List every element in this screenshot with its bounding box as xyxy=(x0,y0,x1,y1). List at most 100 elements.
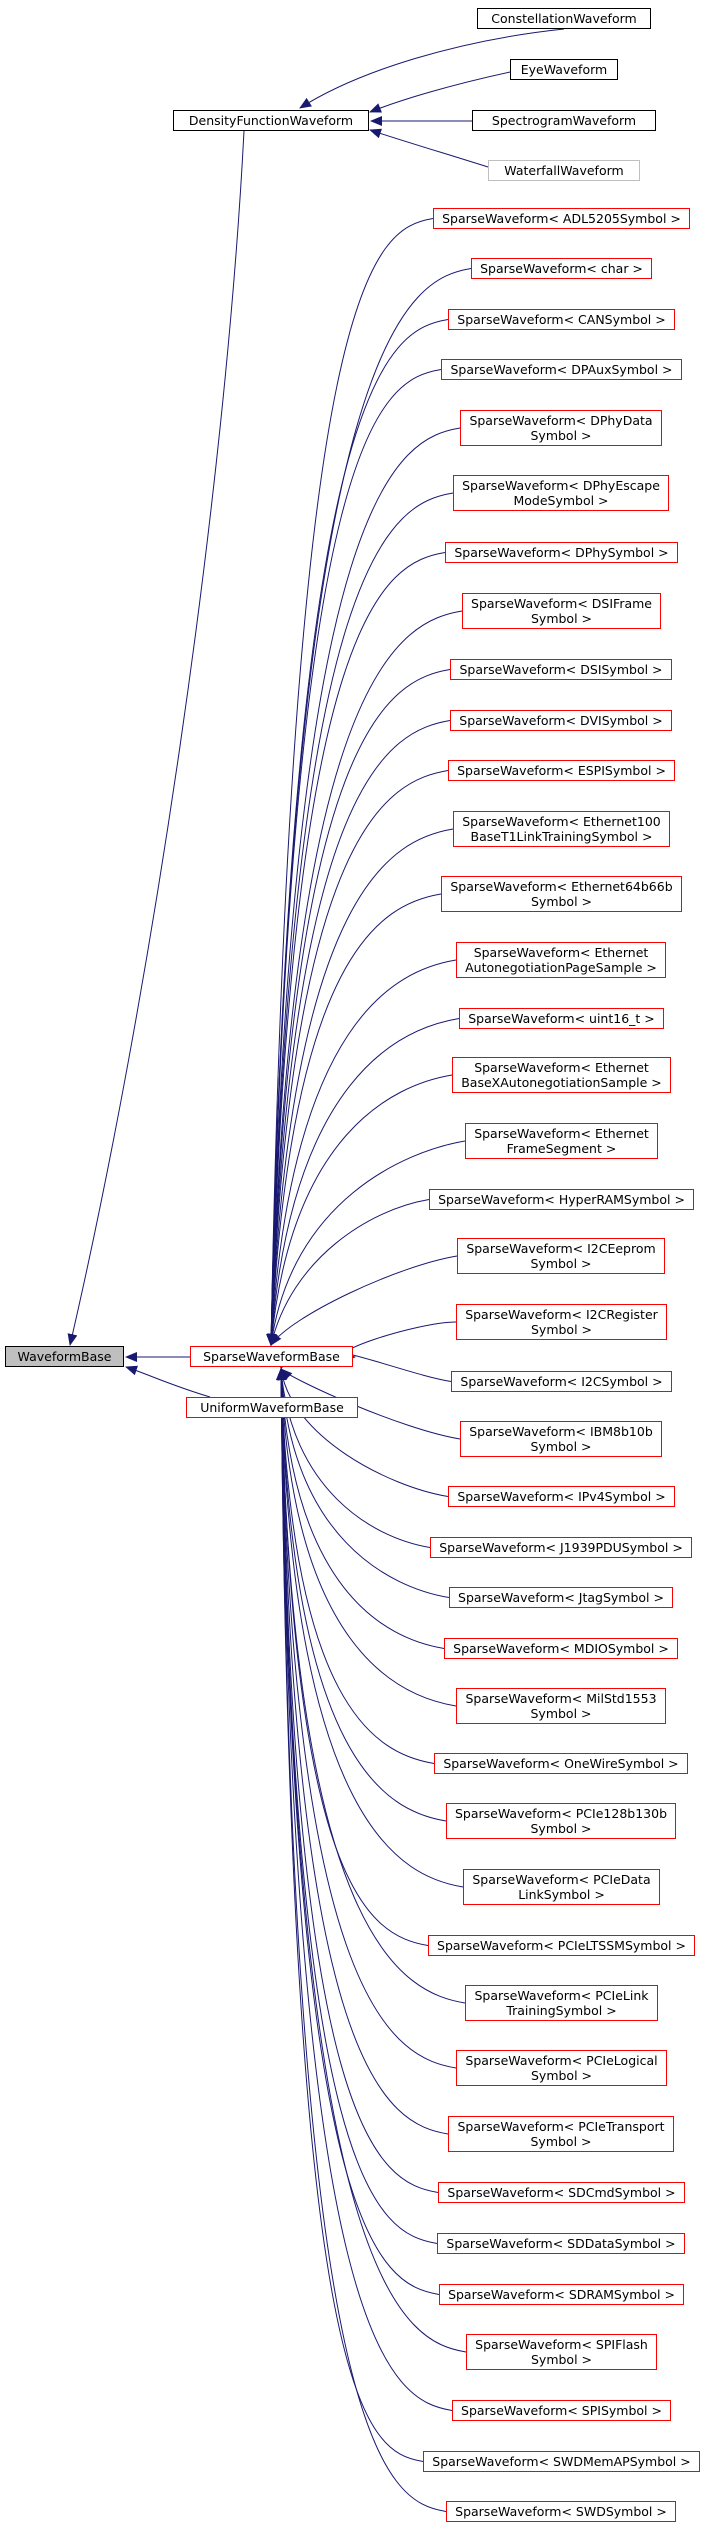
edge-child-espisymbol-to-sparse-base xyxy=(266,770,449,1346)
node-label: FrameSegment > xyxy=(506,1141,617,1156)
node-sparse-waveform-spisymbol[interactable]: SparseWaveform< SPISymbol > xyxy=(452,2400,671,2421)
node-label: SparseWaveform< DPhyData xyxy=(469,413,653,428)
node-label: ConstellationWaveform xyxy=(491,11,637,26)
node-sparse-waveform-swdsymbol[interactable]: SparseWaveform< SWDSymbol > xyxy=(446,2501,676,2522)
node-density-function-waveform[interactable]: DensityFunctionWaveform xyxy=(173,110,369,131)
node-sparse-waveform-hyperramsymbol[interactable]: SparseWaveform< HyperRAMSymbol > xyxy=(429,1189,694,1210)
node-sparse-waveform-jtagsymbol[interactable]: SparseWaveform< JtagSymbol > xyxy=(449,1587,673,1608)
node-label: SparseWaveformBase xyxy=(203,1349,340,1364)
node-label: SparseWaveform< SWDSymbol > xyxy=(455,2504,667,2519)
node-sparse-waveform-sddatasymbol[interactable]: SparseWaveform< SDDataSymbol > xyxy=(437,2233,685,2254)
edge-child-ethernet100-baset1linktrainingsymbol-to-sparse-base xyxy=(266,828,454,1346)
node-waveform-base: WaveformBase xyxy=(5,1346,124,1367)
node-label: SparseWaveform< IPv4Symbol > xyxy=(457,1489,666,1504)
node-label: Symbol > xyxy=(530,428,592,443)
edge-child-pcielogical-symbol-to-sparse-base xyxy=(276,1368,457,2069)
edge-child-j1939pdusymbol-to-sparse-base xyxy=(276,1368,431,1548)
node-label: Symbol > xyxy=(530,611,592,626)
node-sparse-waveform-sdcmdsymbol[interactable]: SparseWaveform< SDCmdSymbol > xyxy=(438,2182,685,2203)
node-sparse-waveform-char[interactable]: SparseWaveform< char > xyxy=(471,258,652,279)
node-label: UniformWaveformBase xyxy=(200,1400,344,1415)
edge-eye-to-density xyxy=(369,71,511,113)
node-sparse-waveform-uint16-t[interactable]: SparseWaveform< uint16_t > xyxy=(459,1008,664,1029)
node-sparse-waveform-ipv4symbol[interactable]: SparseWaveform< IPv4Symbol > xyxy=(448,1486,675,1507)
node-label: SparseWaveform< PCIeData xyxy=(472,1872,651,1887)
node-label: SparseWaveform< char > xyxy=(480,261,643,276)
edge-child-i2ceeprom-symbol-to-sparse-base xyxy=(270,1255,458,1346)
node-sparse-waveform-j1939pdusymbol[interactable]: SparseWaveform< J1939PDUSymbol > xyxy=(430,1537,692,1558)
node-label: SparseWaveform< Ethernet xyxy=(474,1126,649,1141)
edge-child-sdcmdsymbol-to-sparse-base xyxy=(276,1368,439,2193)
node-label: SparseWaveform< MilStd1553 xyxy=(465,1691,657,1706)
edge-child-jtagsymbol-to-sparse-base xyxy=(276,1368,450,1598)
edge-child-dsiframe-symbol-to-sparse-base xyxy=(266,610,463,1346)
node-sparse-waveform-dvisymbol[interactable]: SparseWaveform< DVISymbol > xyxy=(450,710,672,731)
node-sparse-waveform-espisymbol[interactable]: SparseWaveform< ESPISymbol > xyxy=(448,760,675,781)
node-constellation-waveform[interactable]: ConstellationWaveform xyxy=(477,8,651,29)
edge-child-adl5205symbol-to-sparse-base xyxy=(266,218,434,1346)
node-eye-waveform[interactable]: EyeWaveform xyxy=(510,59,618,80)
node-sparse-waveform-dphysymbol[interactable]: SparseWaveform< DPhySymbol > xyxy=(445,542,678,563)
node-label: LinkSymbol > xyxy=(518,1887,605,1902)
node-sparse-waveform-adl5205symbol[interactable]: SparseWaveform< ADL5205Symbol > xyxy=(433,208,690,229)
node-label: SparseWaveform< DSISymbol > xyxy=(459,662,663,677)
node-sparse-waveform-dpauxsymbol[interactable]: SparseWaveform< DPAuxSymbol > xyxy=(441,359,682,380)
edge-child-dvisymbol-to-sparse-base xyxy=(266,720,451,1346)
node-sparse-waveform-i2csymbol[interactable]: SparseWaveform< I2CSymbol > xyxy=(451,1371,672,1392)
edge-child-ipv4symbol-to-sparse-base xyxy=(277,1368,449,1497)
node-sparse-waveform-sdramsymbol[interactable]: SparseWaveform< SDRAMSymbol > xyxy=(439,2284,684,2305)
node-label: SparseWaveform< Ethernet64b66b xyxy=(450,879,673,894)
edge-child-pcietransport-symbol-to-sparse-base xyxy=(276,1368,449,2135)
node-sparse-waveform-swdmemapsymbol[interactable]: SparseWaveform< SWDMemAPSymbol > xyxy=(423,2451,700,2472)
node-label: SparseWaveform< HyperRAMSymbol > xyxy=(438,1192,685,1207)
node-sparse-waveform-pcieltssmsymbol[interactable]: SparseWaveform< PCIeLTSSMSymbol > xyxy=(428,1935,695,1956)
node-sparse-waveform-base[interactable]: SparseWaveformBase xyxy=(190,1346,353,1367)
node-label: EyeWaveform xyxy=(520,62,608,77)
node-label: SparseWaveform< I2CRegister xyxy=(465,1307,658,1322)
node-label: SparseWaveform< SPIFlash xyxy=(475,2337,648,2352)
edge-child-ethernet-basexautonegotiationsample-to-sparse-base xyxy=(267,1074,453,1346)
edge-constellation-to-density xyxy=(299,28,565,109)
edge-child-dphyescape-modesymbol-to-sparse-base xyxy=(266,492,454,1346)
node-label: SparseWaveform< PCIeLTSSMSymbol > xyxy=(437,1938,686,1953)
node-sparse-waveform-mdiosymbol[interactable]: SparseWaveform< MDIOSymbol > xyxy=(444,1638,678,1659)
edge-child-milstd1553-symbol-to-sparse-base xyxy=(276,1368,457,1707)
edge-child-ethernet64b66b-symbol-to-sparse-base xyxy=(266,893,442,1346)
node-label: SparseWaveform< PCIe128b130b xyxy=(455,1806,667,1821)
node-label: SparseWaveform< OneWireSymbol > xyxy=(443,1756,679,1771)
node-label: SparseWaveform< I2CSymbol > xyxy=(460,1374,663,1389)
node-label: Symbol > xyxy=(530,2068,592,2083)
edge-child-dpauxsymbol-to-sparse-base xyxy=(266,369,442,1346)
node-sparse-waveform-cansymbol[interactable]: SparseWaveform< CANSymbol > xyxy=(448,309,675,330)
node-label: Symbol > xyxy=(530,2352,592,2367)
node-label: SparseWaveform< DPhyEscape xyxy=(462,478,660,493)
node-label: Symbol > xyxy=(530,1706,592,1721)
edge-child-dsisymbol-to-sparse-base xyxy=(266,669,451,1346)
node-sparse-waveform-onewiresymbol[interactable]: SparseWaveform< OneWireSymbol > xyxy=(434,1753,688,1774)
node-sparse-waveform-dsisymbol[interactable]: SparseWaveform< DSISymbol > xyxy=(450,659,672,680)
node-spectrogram-waveform[interactable]: SpectrogramWaveform xyxy=(472,110,656,131)
node-label: SparseWaveform< SPISymbol > xyxy=(461,2403,662,2418)
node-uniform-waveform-base[interactable]: UniformWaveformBase xyxy=(186,1397,358,1418)
node-label: AutonegotiationPageSample > xyxy=(465,960,657,975)
node-waterfall-waveform[interactable]: WaterfallWaveform xyxy=(488,160,640,181)
node-label: BaseXAutonegotiationSample > xyxy=(461,1075,662,1090)
